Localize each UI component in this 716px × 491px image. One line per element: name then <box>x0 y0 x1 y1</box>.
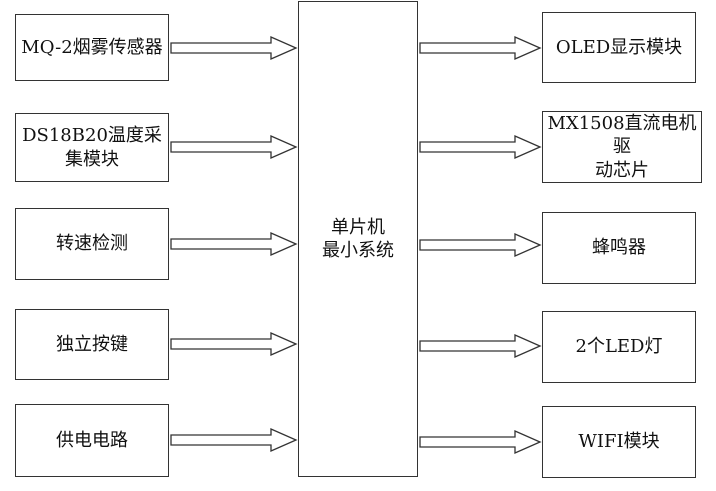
box-power-supply-circuit: 供电电路 <box>15 404 169 477</box>
box-independent-keys: 独立按键 <box>15 309 169 380</box>
box-label: 转速检测 <box>56 233 128 255</box>
box-label: MQ-2烟雾传感器 <box>21 36 163 58</box>
arrow-keys-to-mcu <box>170 332 298 356</box>
arrow-mcu-to-oled <box>419 36 542 60</box>
box-mcu-minimum-system: 单片机 最小系统 <box>298 1 418 477</box>
arrow-mcu-to-wifi <box>419 430 542 454</box>
arrow-mcu-to-leds <box>419 334 542 358</box>
box-oled-display-module: OLED显示模块 <box>542 12 696 83</box>
box-label-line1: DS18B20温度采 <box>22 125 162 147</box>
arrow-mq2-to-mcu <box>170 36 298 60</box>
box-mx1508-motor-driver: MX1508直流电机驱 动芯片 <box>542 111 702 183</box>
box-mq2-smoke-sensor: MQ-2烟雾传感器 <box>15 14 169 81</box>
box-label-line2: 动芯片 <box>595 159 649 181</box>
box-label: 2个LED灯 <box>575 336 663 358</box>
box-wifi-module: WIFI模块 <box>542 406 696 478</box>
box-speed-detection: 转速检测 <box>15 208 169 280</box>
arrow-mcu-to-buzzer <box>419 233 542 257</box>
arrow-power-to-mcu <box>170 428 298 452</box>
center-label-line1: 单片机 <box>331 216 385 238</box>
arrow-mcu-to-mx1508 <box>419 135 542 159</box>
box-two-leds: 2个LED灯 <box>542 311 696 383</box>
box-label: 供电电路 <box>56 429 128 451</box>
arrow-speed-to-mcu <box>170 232 298 256</box>
box-label: 独立按键 <box>56 333 128 355</box>
box-label: 蜂鸣器 <box>592 237 646 259</box>
box-ds18b20-temperature-module: DS18B20温度采 集模块 <box>15 113 169 182</box>
arrow-ds18b20-to-mcu <box>170 135 298 159</box>
box-label-line2: 集模块 <box>65 148 119 170</box>
box-label: OLED显示模块 <box>555 36 683 58</box>
box-buzzer: 蜂鸣器 <box>542 212 696 284</box>
box-label-line1: MX1508直流电机驱 <box>547 112 697 158</box>
center-label-line2: 最小系统 <box>322 240 394 261</box>
box-label: WIFI模块 <box>578 431 660 453</box>
